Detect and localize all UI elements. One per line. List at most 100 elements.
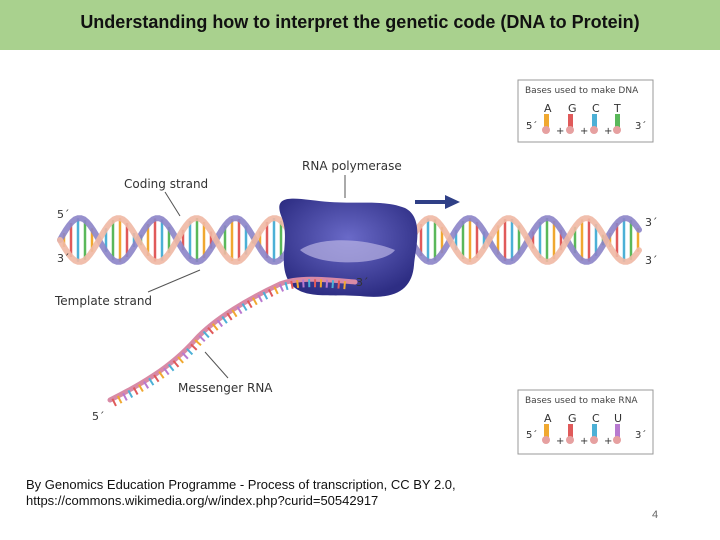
dna-base-a: A [544,102,552,115]
coding-strand-leader [164,191,181,217]
three-prime-left-bottom: 3´ [57,252,70,265]
mrna-bases [111,279,346,407]
sugar-icon [613,126,621,134]
mrna-base-tick [153,374,160,383]
mrna-base-tick [138,384,144,393]
plus-icon: + [580,436,588,447]
mrna-base-tick [198,334,206,343]
mrna-base-tick [226,312,233,321]
three-prime-right-bottom: 3´ [645,254,658,267]
rna-base-a: A [544,412,552,425]
nucleotide-icon [615,424,620,438]
sugar-icon [542,126,550,134]
mrna-base-tick [262,291,269,300]
mrna-base-tick [163,367,170,376]
template-strand-leader [147,269,201,293]
mrna-base-tick [194,339,202,347]
nucleotide-icon [568,424,573,438]
nucleotide-icon [615,114,620,128]
rna-base-u: U [614,412,622,425]
caption-line-2: https://commons.wikimedia.org/w/index.ph… [26,493,379,508]
mrna-base-tick [127,389,134,398]
caption-line-1: By Genomics Education Programme - Proces… [26,477,456,492]
rna-polymerase-label: RNA polymerase [302,159,402,173]
mrna-base-tick [132,387,139,395]
mrna-base-tick [172,360,180,368]
dna-bases-box: Bases used to make DNA 5´ 3´ A G C T +++ [517,79,654,143]
mrna-base-tick [221,316,228,324]
mrna-base-tick [111,398,117,407]
mrna-base-tick [158,371,165,379]
rna-base-c: C [592,412,600,425]
rna-box-five-prime: 5´ [526,429,537,441]
mrna-base-tick [216,319,224,328]
mrna-base-tick [290,280,294,289]
dna-base-g: G [568,102,577,115]
image-credit-caption: By Genomics Education Programme - Proces… [26,477,586,509]
mrna-base-tick [177,356,184,364]
mrna-base-tick [284,281,289,291]
sugar-icon [613,436,621,444]
mrna-base-tick [181,352,189,360]
mrna-base-tick [296,279,300,289]
coding-strand-label: Coding strand [124,177,208,191]
dna-box-three-prime: 3´ [635,120,646,132]
five-prime-mrna: 5´ [92,410,105,423]
mrna-leader [204,351,229,379]
mrna-base-tick [167,363,175,372]
mrna-base-tick [331,280,335,289]
mrna-base-tick [252,297,258,306]
mrna-base-tick [337,280,341,289]
five-prime-left-top: 5´ [57,208,70,221]
transcription-diagram: RNA polymerase Coding strand Template st… [54,79,658,455]
sugar-icon [542,436,550,444]
mrna-base-tick [186,347,194,356]
plus-icon: + [556,436,564,447]
plus-icon: + [556,126,564,137]
dna-base-t: T [613,102,621,115]
sugar-icon [566,436,574,444]
mrna-base-tick [116,395,123,404]
nucleotide-icon [544,114,549,128]
mrna-base-tick [273,286,279,295]
mrna-base-tick [148,377,155,386]
mrna-base-tick [202,330,210,339]
sugar-icon [566,126,574,134]
mrna-base-tick [236,306,243,315]
mrna-base-tick [241,303,248,312]
plus-icon: + [580,126,588,137]
nucleotide-icon [592,424,597,438]
mrna-base-tick [207,326,214,335]
template-strand-label: Template strand [54,294,152,308]
rna-base-g: G [568,412,577,425]
nucleotide-icon [568,114,573,128]
mrna-base-tick [257,294,263,303]
mrna-base-tick [231,309,238,318]
rna-box-three-prime: 3´ [635,429,646,441]
slide-title: Understanding how to interpret the genet… [80,12,640,32]
dna-base-c: C [592,102,600,115]
direction-arrow [415,195,460,209]
rna-bases-box: Bases used to make RNA 5´ 3´ A G C U +++ [517,389,654,455]
mrna-base-tick [278,283,285,292]
nucleotide-icon [592,114,597,128]
mrna-base-tick [268,288,274,297]
messenger-rna-label: Messenger RNA [178,381,273,395]
mrna-base-tick [325,279,329,288]
polymerase-bubble [300,240,395,263]
mrna-base-tick [143,380,150,389]
plus-icon: + [604,126,612,137]
mrna-base-tick [122,392,128,401]
three-prime-right-top: 3´ [645,216,658,229]
sugar-icon [590,126,598,134]
sugar-icon [590,436,598,444]
mrna-base-tick [302,279,305,288]
mrna-base-tick [343,281,346,290]
mrna-base-tick [211,323,219,331]
dna-bases-box-title: Bases used to make DNA [525,86,639,96]
three-prime-mrna: 3´ [356,276,369,289]
title-bar [0,0,720,50]
rna-bases-box-title: Bases used to make RNA [525,396,638,406]
mrna-base-tick [190,343,198,351]
mrna-base-tick [246,300,253,309]
